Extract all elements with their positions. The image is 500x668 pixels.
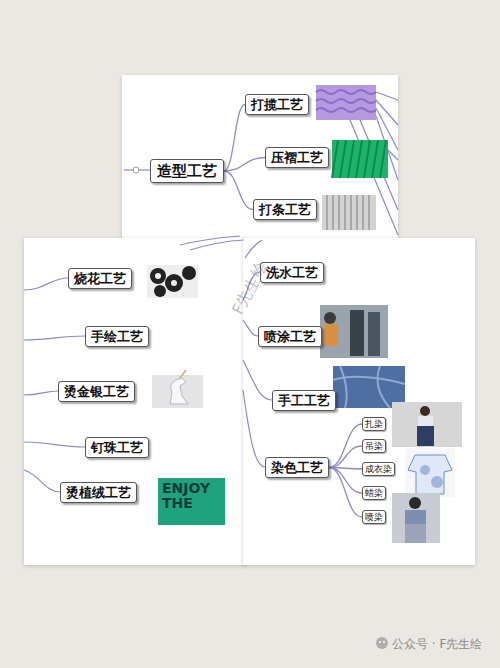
leader-line (376, 100, 398, 125)
leader-line (24, 278, 68, 290)
leader-line (243, 390, 265, 467)
subtopic-box: 成衣染 (362, 462, 395, 476)
subtopic-box: 吊染 (362, 439, 386, 453)
photo (333, 366, 405, 408)
topic-text: 吊染 (365, 441, 383, 451)
branch-line (224, 105, 245, 172)
leader-line (376, 92, 398, 100)
topic-text: 手绘工艺 (91, 329, 143, 344)
topic-box: 染色工艺 (265, 457, 329, 478)
subtopic-box: 扎染 (362, 417, 386, 431)
leader-line (245, 240, 262, 258)
topic-box: 打条工艺 (253, 199, 317, 220)
topic-box: 打揽工艺 (245, 94, 309, 115)
topic-box: 压褶工艺 (265, 147, 329, 168)
topic-text: 洗水工艺 (266, 265, 318, 280)
root-topic: 造型工艺 (150, 159, 224, 183)
subtopic-box: 喷染 (362, 510, 386, 524)
topic-text: 烫金银工艺 (64, 384, 129, 399)
topic-box: 烧花工艺 (68, 268, 132, 289)
topic-text: 成衣染 (365, 464, 392, 474)
wechat-icon (376, 637, 388, 649)
branch-line (329, 468, 362, 494)
wechat-icon (379, 641, 381, 643)
leader-line (243, 320, 258, 336)
fabric-swatch (332, 140, 388, 178)
wechat-icon (383, 641, 385, 643)
topic-text: 打揽工艺 (251, 97, 303, 112)
collapse-dot (133, 167, 139, 173)
fabric-swatch (147, 265, 198, 298)
leader-line (24, 442, 85, 447)
leader-line (180, 236, 240, 245)
fabric-swatch (322, 195, 376, 230)
branch-line (224, 171, 253, 210)
topic-box: 烫金银工艺 (58, 381, 135, 402)
print-text: ENJOY THE (162, 481, 222, 511)
watermark: F先生绘 (228, 258, 273, 318)
topic-text: 烫植绒工艺 (66, 485, 131, 500)
topic-text: 钉珠工艺 (91, 440, 143, 455)
topic-box: 手绘工艺 (85, 326, 149, 347)
leader-line (388, 150, 398, 160)
topic-box: 钉珠工艺 (85, 437, 149, 458)
topic-text: 扎染 (365, 419, 383, 429)
topic-text: 造型工艺 (157, 162, 217, 180)
branch-line (329, 446, 362, 468)
photo (405, 448, 455, 497)
topic-box: 手工工艺 (272, 390, 336, 411)
branch-line (329, 468, 362, 518)
topic-box: 喷涂工艺 (258, 326, 322, 347)
branch-line (329, 424, 362, 468)
photo (392, 493, 440, 543)
fabric-swatch (316, 85, 376, 120)
photo (392, 402, 462, 447)
leader-line (24, 470, 60, 492)
leader-line (24, 391, 58, 395)
topic-text: 喷涂工艺 (264, 329, 316, 344)
subtopic-box: 蜡染 (362, 486, 386, 500)
topic-text: 喷染 (365, 512, 383, 522)
topic-text: 烧花工艺 (74, 271, 126, 286)
topic-text: 蜡染 (365, 488, 383, 498)
leader-line (243, 360, 272, 400)
topic-text: 手工工艺 (278, 393, 330, 408)
footer-credit: 公众号 · F先生绘 (392, 636, 482, 653)
branch-line (224, 158, 265, 172)
topic-text: 打条工艺 (259, 202, 311, 217)
topic-box: 烫植绒工艺 (60, 482, 137, 503)
photo (320, 305, 388, 358)
leader-line (190, 240, 244, 250)
fabric-swatch (158, 478, 225, 525)
leader-line (24, 336, 85, 340)
topic-text: 压褶工艺 (271, 150, 323, 165)
fabric-swatch (152, 370, 203, 408)
topic-text: 染色工艺 (271, 460, 323, 475)
